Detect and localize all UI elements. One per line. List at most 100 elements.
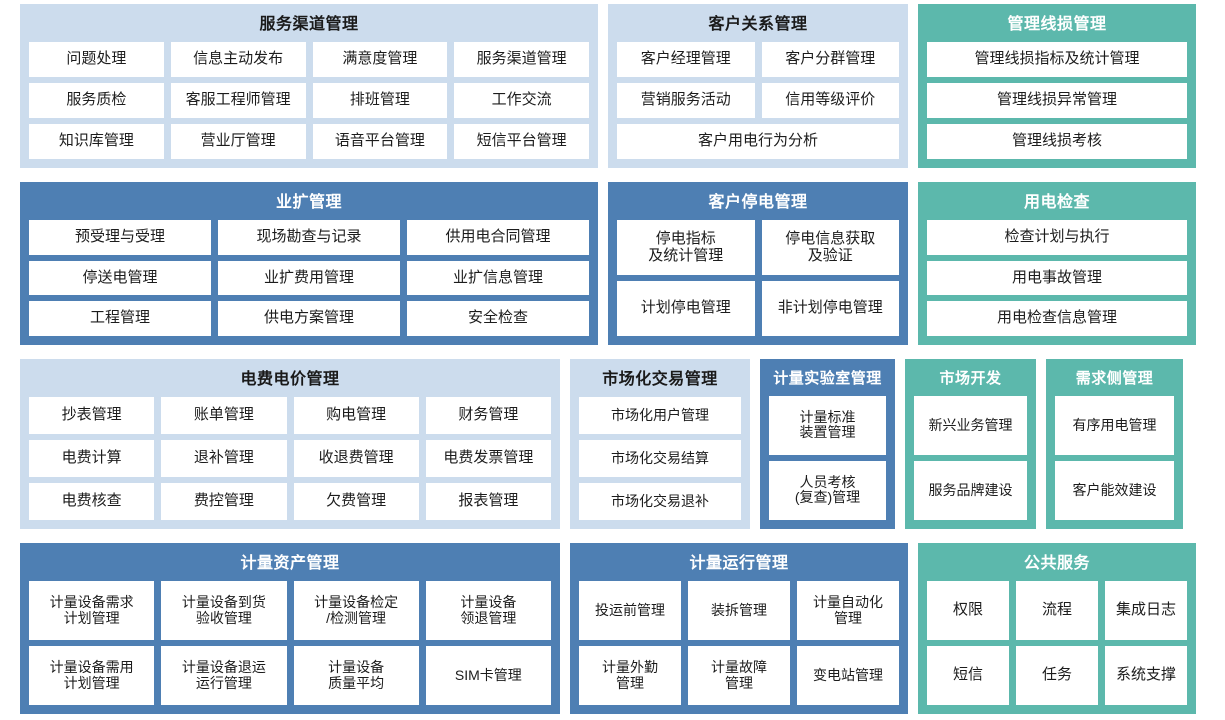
module-cell[interactable]: 计划停电管理: [617, 281, 755, 337]
module-cell[interactable]: 客服工程师管理: [170, 83, 306, 119]
module-cell[interactable]: 任务: [1016, 646, 1098, 706]
module-cell[interactable]: 抄表管理: [29, 397, 155, 435]
module-cell[interactable]: 投运前管理: [579, 581, 681, 641]
module-cell[interactable]: 费控管理: [161, 483, 287, 521]
panel-cell-row: 新兴业务管理: [914, 395, 1027, 455]
panel-cell-row: 计量设备需求 计划管理 计量设备到货 验收管理 计量设备检定 /检测管理 计量设…: [29, 581, 551, 641]
module-cell[interactable]: 电费计算: [29, 440, 155, 478]
module-cell[interactable]: 集成日志: [1105, 581, 1187, 641]
module-cell[interactable]: 业扩信息管理: [407, 260, 589, 296]
module-cell[interactable]: 客户分群管理: [761, 42, 899, 78]
module-cell[interactable]: 变电站管理: [797, 646, 899, 706]
panel-market-trading-management[interactable]: 市场化交易管理 市场化用户管理 市场化交易结算 市场化交易退补: [570, 359, 750, 530]
panel-demand-side-management[interactable]: 需求侧管理 有序用电管理 客户能效建设: [1046, 359, 1183, 530]
module-cell[interactable]: 财务管理: [425, 397, 551, 435]
module-cell[interactable]: 营业厅管理: [170, 124, 306, 160]
panel-market-development[interactable]: 市场开发 新兴业务管理 服务品牌建设: [905, 359, 1036, 530]
module-cell[interactable]: 语音平台管理: [312, 124, 448, 160]
module-cell[interactable]: 工程管理: [29, 301, 211, 337]
module-cell[interactable]: 人员考核 (复查)管理: [769, 460, 886, 521]
module-cell[interactable]: 信用等级评价: [761, 83, 899, 119]
module-cell[interactable]: 计量故障 管理: [688, 646, 790, 706]
panel-metering-asset-management[interactable]: 计量资产管理 计量设备需求 计划管理 计量设备到货 验收管理 计量设备检定 /检…: [20, 543, 560, 714]
module-cell[interactable]: 排班管理: [312, 83, 448, 119]
panel-management-line-loss[interactable]: 管理线损管理 管理线损指标及统计管理 管理线损异常管理 管理线损考核: [918, 4, 1196, 169]
module-cell[interactable]: 管理线损异常管理: [927, 83, 1187, 119]
panel-customer-outage-management[interactable]: 客户停电管理 停电指标 及统计管理 停电信息获取 及验证 计划停电管理 非计划停…: [608, 182, 908, 346]
panel-cell-row: 投运前管理 装拆管理 计量自动化 管理: [579, 581, 899, 641]
module-cell[interactable]: 管理线损考核: [927, 124, 1187, 160]
module-cell[interactable]: 电费发票管理: [425, 440, 551, 478]
panel-cell-row: 电费计算 退补管理 收退费管理 电费发票管理: [29, 440, 551, 478]
module-cell[interactable]: 服务质检: [29, 83, 164, 119]
module-cell[interactable]: 退补管理: [161, 440, 287, 478]
panel-service-channel-management[interactable]: 服务渠道管理 问题处理 信息主动发布 满意度管理 服务渠道管理 服务质检 客服工…: [20, 4, 598, 169]
module-cell[interactable]: 计量外勤 管理: [579, 646, 681, 706]
module-cell[interactable]: 计量设备需用 计划管理: [29, 646, 155, 706]
module-cell[interactable]: SIM卡管理: [425, 646, 551, 706]
module-cell[interactable]: 服务品牌建设: [914, 460, 1027, 521]
panel-metering-laboratory-management[interactable]: 计量实验室管理 计量标准 装置管理 人员考核 (复查)管理: [760, 359, 895, 530]
module-cell[interactable]: 计量设备到货 验收管理: [161, 581, 287, 641]
module-cell[interactable]: 收退费管理: [293, 440, 419, 478]
module-cell[interactable]: 市场化用户管理: [579, 397, 741, 435]
module-cell[interactable]: 计量设备检定 /检测管理: [293, 581, 419, 641]
module-cell[interactable]: 计量设备退运 运行管理: [161, 646, 287, 706]
module-cell[interactable]: 账单管理: [161, 397, 287, 435]
module-cell[interactable]: 计量设备 领退管理: [425, 581, 551, 641]
module-cell[interactable]: 权限: [927, 581, 1009, 641]
module-cell[interactable]: 系统支撑: [1105, 646, 1187, 706]
module-cell[interactable]: 安全检查: [407, 301, 589, 337]
module-cell[interactable]: 检查计划与执行: [927, 220, 1187, 255]
module-cell[interactable]: 预受理与受理: [29, 220, 211, 255]
module-cell[interactable]: 服务渠道管理: [454, 42, 589, 78]
module-cell[interactable]: 计量设备 质量平均: [293, 646, 419, 706]
module-cell[interactable]: 用电检查信息管理: [927, 301, 1187, 337]
module-cell[interactable]: 市场化交易退补: [579, 483, 741, 521]
module-cell[interactable]: 客户经理管理: [617, 42, 755, 78]
panel-business-expansion-management[interactable]: 业扩管理 预受理与受理 现场勘查与记录 供用电合同管理 停送电管理 业扩费用管理…: [20, 182, 598, 346]
module-cell[interactable]: 工作交流: [454, 83, 589, 119]
module-cell[interactable]: 购电管理: [293, 397, 419, 435]
module-cell[interactable]: 有序用电管理: [1055, 395, 1174, 455]
module-cell[interactable]: 停送电管理: [29, 260, 211, 296]
module-cell[interactable]: 停电信息获取 及验证: [761, 220, 899, 276]
module-cell[interactable]: 短信平台管理: [454, 124, 589, 160]
module-cell[interactable]: 业扩费用管理: [218, 260, 400, 296]
module-cell[interactable]: 新兴业务管理: [914, 395, 1027, 455]
panel-public-service[interactable]: 公共服务 权限 流程 集成日志 短信 任务 系统支撑: [918, 543, 1196, 714]
module-cell[interactable]: 市场化交易结算: [579, 440, 741, 478]
panel-electricity-fee-price-management[interactable]: 电费电价管理 抄表管理 账单管理 购电管理 财务管理 电费计算 退补管理 收退费…: [20, 359, 560, 530]
panel-electricity-inspection[interactable]: 用电检查 检查计划与执行 用电事故管理 用电检查信息管理: [918, 182, 1196, 346]
module-cell[interactable]: 现场勘查与记录: [218, 220, 400, 255]
module-cell[interactable]: 供电方案管理: [218, 301, 400, 337]
panel-metering-operation-management[interactable]: 计量运行管理 投运前管理 装拆管理 计量自动化 管理 计量外勤 管理 计量故障 …: [570, 543, 908, 714]
module-cell[interactable]: 供用电合同管理: [407, 220, 589, 255]
panel-title: 客户停电管理: [708, 194, 808, 212]
module-cell[interactable]: 计量设备需求 计划管理: [29, 581, 155, 641]
module-cell[interactable]: 营销服务活动: [617, 83, 755, 119]
module-cell[interactable]: 非计划停电管理: [761, 281, 899, 337]
module-cell[interactable]: 欠费管理: [293, 483, 419, 521]
module-cell[interactable]: 装拆管理: [688, 581, 790, 641]
module-cell[interactable]: 电费核查: [29, 483, 155, 521]
module-cell[interactable]: 短信: [927, 646, 1009, 706]
module-cell[interactable]: 管理线损指标及统计管理: [927, 42, 1187, 78]
module-cell[interactable]: 计量自动化 管理: [797, 581, 899, 641]
module-cell[interactable]: 知识库管理: [29, 124, 164, 160]
module-cell[interactable]: 问题处理: [29, 42, 164, 78]
module-cell[interactable]: 流程: [1016, 581, 1098, 641]
module-cell[interactable]: 计量标准 装置管理: [769, 395, 886, 455]
panel-body: 预受理与受理 现场勘查与记录 供用电合同管理 停送电管理 业扩费用管理 业扩信息…: [29, 220, 589, 337]
module-cell[interactable]: 客户能效建设: [1055, 460, 1174, 521]
module-cell[interactable]: 满意度管理: [312, 42, 448, 78]
module-cell[interactable]: 报表管理: [425, 483, 551, 521]
panel-cell-row: 管理线损考核: [927, 124, 1187, 160]
panel-customer-relationship-management[interactable]: 客户关系管理 客户经理管理 客户分群管理 营销服务活动 信用等级评价 客户用电行…: [608, 4, 908, 169]
module-cell[interactable]: 用电事故管理: [927, 260, 1187, 296]
module-cell[interactable]: 停电指标 及统计管理: [617, 220, 755, 276]
module-cell[interactable]: 信息主动发布: [170, 42, 306, 78]
panel-cell-row: 权限 流程 集成日志: [927, 581, 1187, 641]
diagram-row-2: 业扩管理 预受理与受理 现场勘查与记录 供用电合同管理 停送电管理 业扩费用管理…: [20, 182, 1205, 346]
module-cell[interactable]: 客户用电行为分析: [617, 124, 899, 160]
